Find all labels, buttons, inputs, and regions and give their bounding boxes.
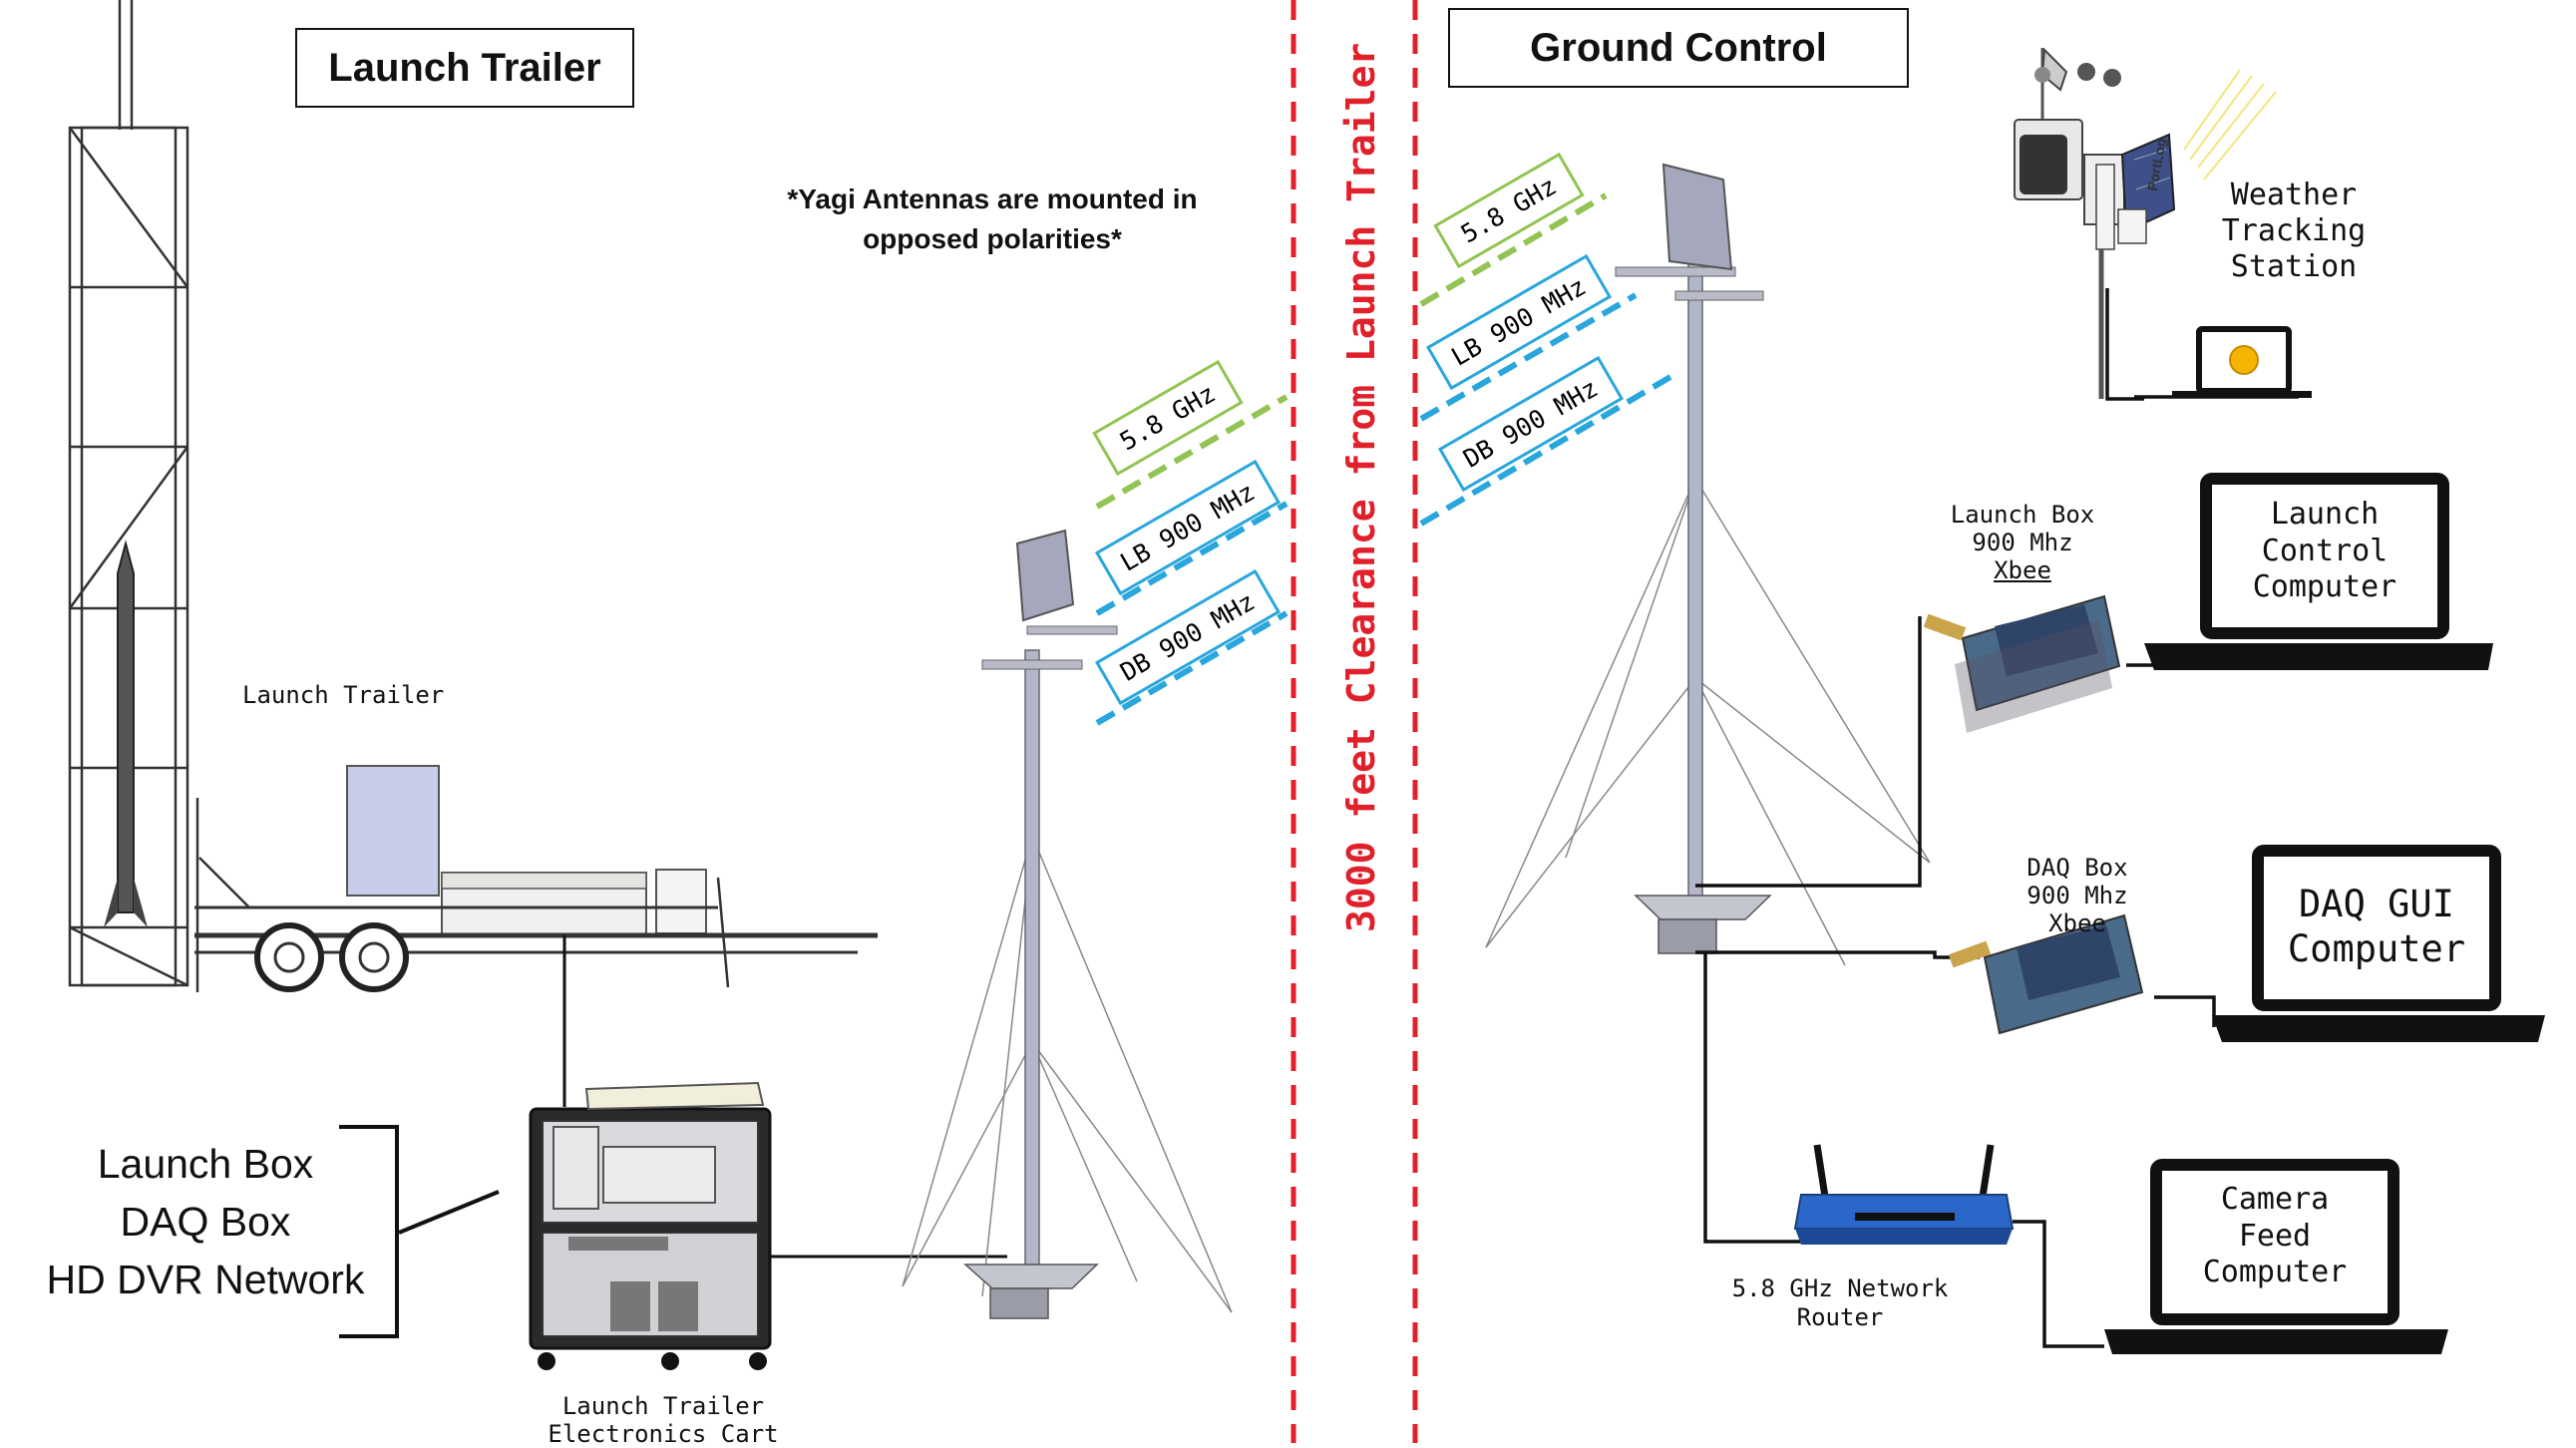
- network-router-icon: [1793, 1144, 2015, 1245]
- cart-contents-bracket: [339, 1125, 500, 1338]
- weather-station-graphic: [2014, 47, 2277, 399]
- ground-control-title-box: Ground Control: [1448, 8, 1909, 88]
- launch-xbee-label: Launch Box 900 Mhz Xbee: [1923, 501, 2122, 584]
- daq-gui-laptop-icon: [2212, 845, 2545, 1042]
- weather-label-line1: Weather: [2230, 178, 2358, 212]
- launch-trailer-title-box: Launch Trailer: [295, 28, 634, 108]
- daq-xbee-label: DAQ Box 900 Mhz Xbee: [1978, 854, 2177, 937]
- weather-laptop-icon: [2172, 326, 2312, 398]
- launch-trailer-graphic: [194, 765, 878, 992]
- left-antenna-mast: [902, 529, 1233, 1319]
- cart-label-line1: Launch Trailer: [561, 1392, 765, 1420]
- launch-tower: [68, 0, 189, 987]
- launch-control-computer-label: Launch Control Computer: [2212, 497, 2437, 606]
- router-label-line2: Router: [1796, 1303, 1884, 1331]
- yagi-note-line1: *Yagi Antennas are mounted in: [787, 183, 1198, 214]
- yagi-note-line2: opposed polarities*: [863, 223, 1122, 254]
- weather-label-line3: Station: [2230, 249, 2358, 284]
- yagi-note: *Yagi Antennas are mounted in opposed po…: [758, 180, 1227, 259]
- daq-gui-computer-label: DAQ GUI Computer: [2264, 882, 2489, 971]
- weather-station-label: Weather Tracking Station: [2194, 178, 2393, 285]
- trailer-label: Launch Trailer: [242, 681, 445, 709]
- camera-feed-line1: Camera: [2220, 1182, 2330, 1217]
- cart-contents-list: Launch Box DAQ Box HD DVR Network: [28, 1135, 383, 1308]
- camera-feed-computer-label: Camera Feed Computer: [2162, 1182, 2388, 1291]
- daq-gui-line1: DAQ GUI: [2299, 883, 2454, 925]
- cart-contents-launch-box: Launch Box: [97, 1141, 314, 1187]
- daq-xbee-line3: Xbee: [2048, 909, 2106, 937]
- router-label-line1: 5.8 GHz Network: [1731, 1274, 1949, 1302]
- daq-gui-line2: Computer: [2287, 927, 2466, 971]
- ground-control-title: Ground Control: [1530, 26, 1827, 70]
- right-antenna-mast: [1485, 163, 1931, 966]
- router-label: 5.8 GHz Network Router: [1700, 1274, 1980, 1332]
- electronics-cart-graphic: [529, 1081, 772, 1370]
- cart-contents-daq-box: DAQ Box: [120, 1199, 291, 1245]
- rocket-icon: [104, 540, 148, 927]
- weather-label-line2: Tracking: [2221, 213, 2367, 248]
- camera-feed-line3: Computer: [2202, 1255, 2348, 1290]
- clearance-label: 3000 feet Clearance from Launch Trailer: [1339, 42, 1383, 932]
- camera-feed-laptop-icon: [2104, 1159, 2448, 1354]
- daq-xbee-line1: DAQ Box: [2026, 854, 2128, 882]
- daq-xbee-module-icon: [1948, 913, 2144, 1035]
- cart-label-line2: Electronics Cart: [548, 1420, 779, 1448]
- clearance-boundary-lines: [1290, 0, 1418, 1443]
- launch-control-laptop-icon: [2144, 473, 2493, 670]
- launch-control-line1: Launch: [2270, 497, 2380, 532]
- launch-xbee-line2: 900 Mhz: [1972, 529, 2073, 556]
- camera-feed-line2: Feed: [2238, 1218, 2312, 1254]
- left-signal-lines: [1095, 394, 1288, 726]
- launch-xbee-line3: Xbee: [1994, 556, 2051, 584]
- cart-contents-hd-dvr: HD DVR Network: [46, 1257, 365, 1302]
- launch-control-line2: Control: [2261, 533, 2389, 568]
- right-signal-lines: [1419, 192, 1677, 527]
- launch-xbee-module-icon: [1923, 594, 2121, 733]
- launch-xbee-line1: Launch Box: [1950, 501, 2095, 529]
- launch-trailer-title: Launch Trailer: [328, 46, 601, 90]
- daq-xbee-line2: 900 Mhz: [2026, 882, 2128, 909]
- cart-label: Launch Trailer Electronics Cart: [519, 1392, 808, 1448]
- launch-control-line3: Computer: [2252, 569, 2397, 605]
